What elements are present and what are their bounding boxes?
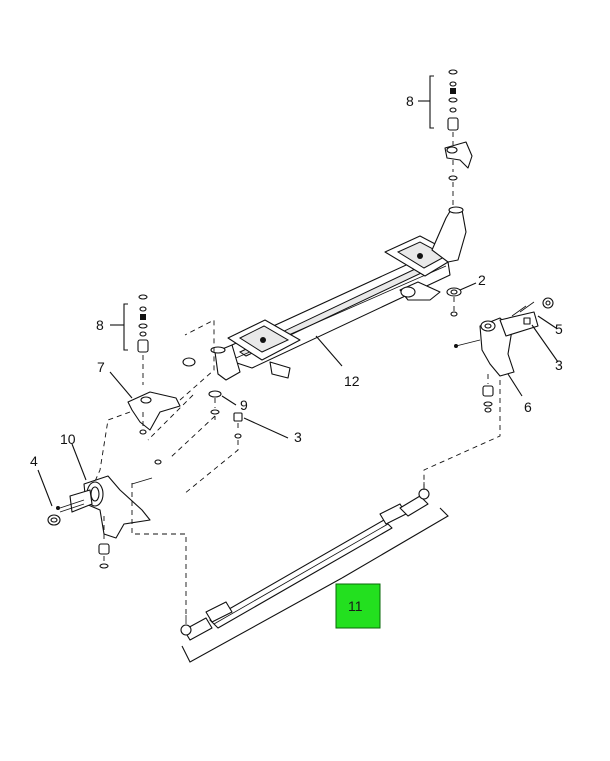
callout-2: 2 xyxy=(478,272,486,288)
steering-arm-left xyxy=(91,319,215,489)
steering-knuckle-left xyxy=(47,475,153,569)
callout-10: 10 xyxy=(60,431,76,447)
highlight-box-11[interactable] xyxy=(335,583,381,629)
kingpin-hardware-stack-left xyxy=(137,294,149,385)
callout-3-right: 3 xyxy=(555,357,563,373)
tie-rod-assembly xyxy=(131,480,430,641)
callout-4: 4 xyxy=(30,453,38,469)
kingpin-hardware-stack-right xyxy=(444,69,473,205)
callout-12: 12 xyxy=(344,373,360,389)
callout-9: 9 xyxy=(240,397,248,413)
thrust-washer-left xyxy=(154,390,222,465)
callout-7: 7 xyxy=(97,359,105,375)
axle-beam xyxy=(210,206,467,381)
callout-6: 6 xyxy=(524,399,532,415)
callout-3-left: 3 xyxy=(294,429,302,445)
callout-leaders xyxy=(37,75,559,663)
bolt-nut-left xyxy=(183,412,243,495)
callout-8-left: 8 xyxy=(96,317,104,333)
callout-5: 5 xyxy=(555,321,563,337)
callout-11: 11 xyxy=(348,598,363,614)
callout-8-top: 8 xyxy=(406,93,414,109)
right-hardware xyxy=(446,287,554,325)
